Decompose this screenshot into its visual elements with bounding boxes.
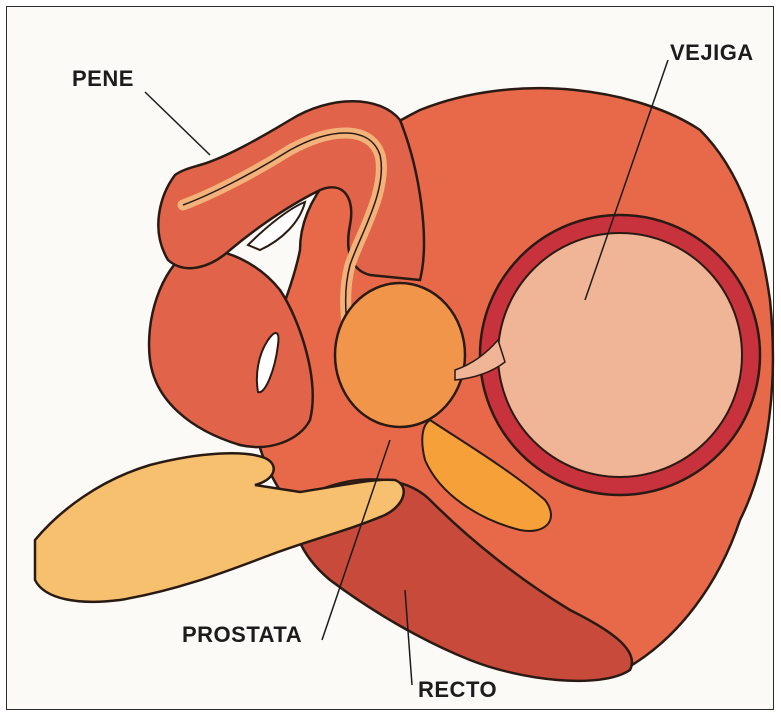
label-recto: RECTO (418, 677, 497, 703)
pene-leader (145, 92, 210, 155)
bladder-inner (498, 233, 742, 477)
label-vejiga: VEJIGA (670, 40, 754, 66)
scrotum (149, 249, 313, 447)
label-prostata: PROSTATA (182, 622, 302, 648)
label-pene: PENE (72, 66, 134, 92)
prostate (335, 283, 465, 427)
